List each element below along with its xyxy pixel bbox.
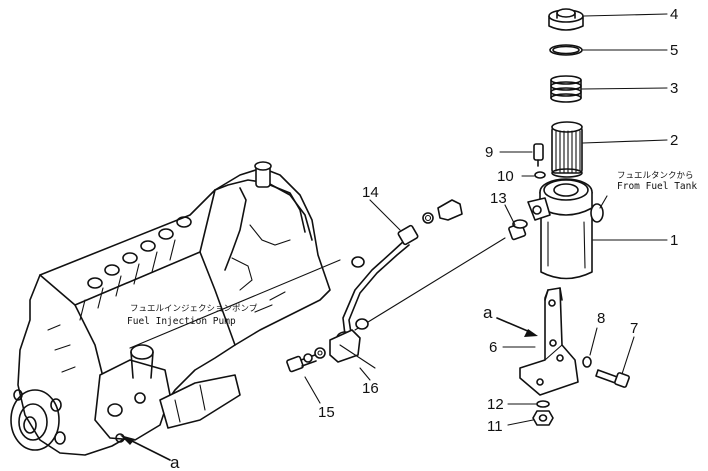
callout-13: 13 <box>490 190 507 207</box>
cap <box>548 8 584 31</box>
bracket-ref-a: a <box>483 303 538 337</box>
callout-7: 7 <box>630 320 638 337</box>
o-ring <box>549 44 583 56</box>
tank-label: フュエルタンクから From Fuel Tank <box>617 171 697 192</box>
filter-element <box>551 121 583 178</box>
fuel-injection-pump <box>10 161 331 456</box>
callout-3: 3 <box>670 80 678 97</box>
callout-4: 4 <box>670 6 678 23</box>
callout-numbers: 4 5 3 2 1 9 10 13 14 15 16 6 8 7 12 11 <box>318 6 678 435</box>
callout-14: 14 <box>362 184 379 201</box>
washer-8 <box>582 356 592 368</box>
leader-lines <box>304 13 668 426</box>
feed-pump <box>94 344 171 443</box>
spring <box>550 75 582 103</box>
callout-1: 1 <box>670 232 678 249</box>
fuel-tube <box>129 199 506 349</box>
tank-label-en: From Fuel Tank <box>617 181 697 192</box>
pump-label-jp: フュエルインジェクションポンプ <box>130 304 258 314</box>
pump-ref-a: a <box>120 435 180 471</box>
callout-8: 8 <box>597 310 605 327</box>
filter-housing <box>527 178 604 280</box>
tank-label-jp: フュエルタンクから <box>617 171 694 181</box>
callout-2: 2 <box>670 132 678 149</box>
pump-label-en: Fuel Injection Pump <box>127 316 236 327</box>
drive-flange <box>10 389 66 451</box>
callout-9: 9 <box>485 144 493 161</box>
callout-6: 6 <box>489 339 497 356</box>
callout-11: 11 <box>487 418 503 435</box>
nut-11 <box>532 410 554 426</box>
bolt-9 <box>533 143 544 167</box>
callout-16: 16 <box>362 380 379 397</box>
pump-label: フュエルインジェクションポンプ Fuel Injection Pump <box>127 304 258 327</box>
callout-12: 12 <box>487 396 504 413</box>
washer-12 <box>536 400 550 408</box>
bolt-7 <box>595 369 630 388</box>
washer-10 <box>534 171 546 179</box>
pump-outlets <box>79 216 192 321</box>
bracket-ref-a-label: a <box>483 303 493 322</box>
pump-ref-a-label: a <box>170 453 180 471</box>
callout-15: 15 <box>318 404 335 421</box>
callout-5: 5 <box>670 42 678 59</box>
connector-13 <box>508 219 528 241</box>
callout-10: 10 <box>497 168 514 185</box>
eye-joint <box>314 329 376 369</box>
eye-bolt <box>286 353 317 373</box>
bracket <box>519 287 579 396</box>
